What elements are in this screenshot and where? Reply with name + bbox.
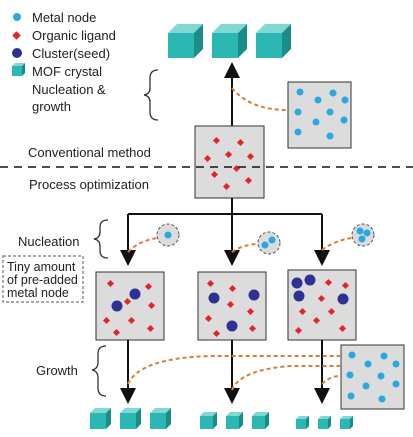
legend-mof-crystal: MOF crystal <box>32 64 102 79</box>
branch-lines <box>120 198 330 266</box>
process-optimization-label: Process optimization <box>29 177 149 192</box>
legend-cluster-seed: Cluster(seed) <box>32 46 110 61</box>
nucleation-label: Nucleation <box>18 234 79 249</box>
top-crystals <box>168 24 291 58</box>
growth-arrows <box>120 340 330 404</box>
nucleation-growth-label-line1: Nucleation & <box>32 82 106 97</box>
seed-metal-nodes <box>127 223 375 255</box>
mof-crystal-medium <box>120 408 141 429</box>
preadded-note-line2: of pre-added <box>7 273 78 287</box>
legend-metal-node: Metal node <box>32 10 96 25</box>
dashed-curves-bottom <box>127 355 341 391</box>
top-metal-node-inset <box>287 81 352 149</box>
process-box-left <box>95 271 165 341</box>
mof-crystal-large <box>212 24 247 58</box>
legend: Metal node Organic ligand Cluster(seed) … <box>12 10 116 114</box>
mof-crystal-small <box>226 412 243 429</box>
mof-crystal-small <box>200 412 217 429</box>
conventional-method-label: Conventional method <box>28 145 151 160</box>
mof-crystal-medium <box>90 408 111 429</box>
process-box-right <box>287 269 357 341</box>
nucleation-growth-label-line2: growth <box>32 99 71 114</box>
preadded-note-line3: metal node <box>7 286 69 300</box>
dashed-curve-top <box>231 87 289 111</box>
conventional-method-box <box>194 125 265 199</box>
growth-brace <box>91 345 107 397</box>
nucleation-brace <box>93 219 109 259</box>
nucleation-growth-brace <box>143 69 159 121</box>
bottom-crystals-small <box>296 416 353 429</box>
preadded-note-line1: Tiny amount <box>7 260 76 274</box>
mof-crystal-tiny <box>340 416 353 429</box>
bottom-crystals-large <box>90 408 171 429</box>
mof-crystal-large <box>256 24 291 58</box>
mof-crystal-tiny <box>296 416 309 429</box>
bottom-crystals-medium <box>200 412 269 429</box>
organic-ligand-icon <box>12 31 21 40</box>
growth-label: Growth <box>36 363 78 378</box>
metal-node-icon <box>13 13 21 21</box>
mof-crystal-small <box>252 412 269 429</box>
preadded-note-box <box>2 255 84 303</box>
mof-crystal-large <box>168 24 203 58</box>
mof-crystal-tiny <box>318 416 331 429</box>
mof-crystal-medium <box>150 408 171 429</box>
mof-crystal-icon <box>12 63 25 76</box>
cluster-seed-icon <box>12 48 22 58</box>
process-box-middle <box>197 271 267 341</box>
legend-organic-ligand: Organic ligand <box>32 28 116 43</box>
bottom-metal-node-inset <box>340 344 405 410</box>
